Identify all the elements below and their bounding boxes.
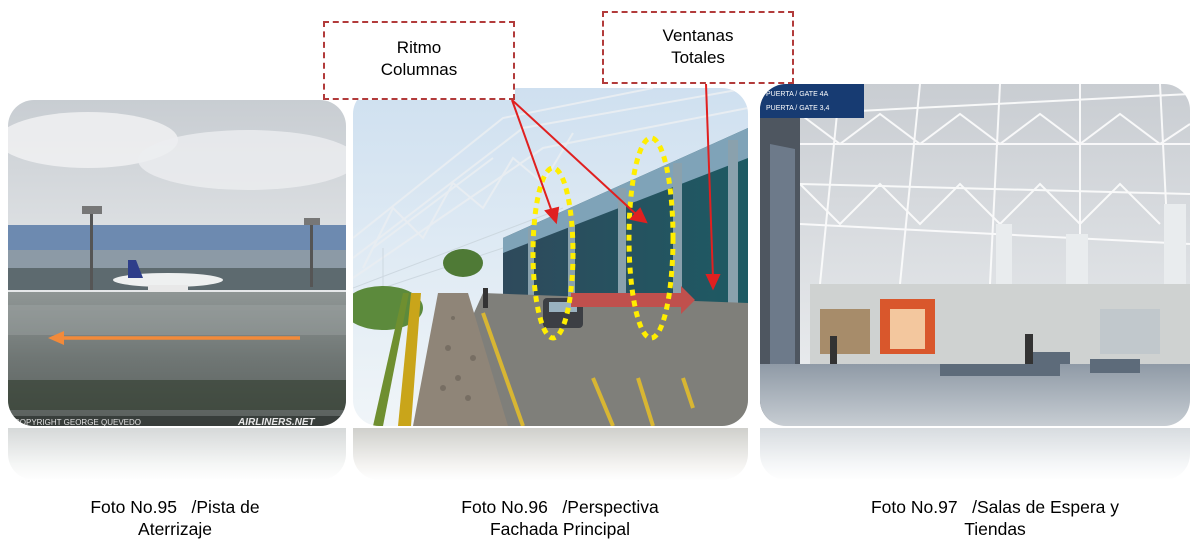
callout-total-windows-line-1: Ventanas — [662, 26, 734, 45]
caption-photo-97: Foto No.97 /Salas de Espera y Tiendas — [810, 496, 1180, 540]
caption-photo-97-line-1: Foto No.97 /Salas de Espera y — [870, 497, 1120, 517]
caption-photo-96: Foto No.96 /Perspectiva Fachada Principa… — [410, 496, 710, 540]
caption-photo-96-line-1: Foto No.96 /Perspectiva — [461, 497, 659, 517]
caption-photo-95-line-1: Foto No.95 /Pista de — [90, 497, 260, 517]
photo-watermark-right: AIRLINERS.NET — [237, 417, 316, 426]
facade-windows-arrow — [571, 286, 695, 314]
photo-watermark-left: COPYRIGHT GEORGE QUEVEDO — [14, 418, 141, 426]
caption-photo-96-line-2: Fachada Principal — [489, 519, 631, 539]
callout-column-rhythm-line-1: Ritmo — [396, 38, 442, 57]
photo-facade — [353, 88, 748, 426]
photo-runway: COPYRIGHT GEORGE QUEVEDO AIRLINERS.NET — [8, 100, 346, 426]
photo-interior-reflection — [760, 428, 1190, 480]
photo-interior: PUERTA / GATE 4A PUERTA / GATE 3,4 — [760, 84, 1190, 426]
gate-sign-line-2: PUERTA / GATE 3,4 — [766, 105, 830, 112]
callout-column-rhythm: Ritmo Columnas — [323, 21, 515, 100]
callout-total-windows-line-2: Totales — [671, 48, 725, 67]
photo-facade-reflection — [353, 428, 748, 480]
gate-sign-line-1: PUERTA / GATE 4A — [766, 91, 829, 98]
callout-column-rhythm-line-2: Columnas — [380, 60, 458, 79]
column-highlight-right — [626, 135, 676, 341]
column-highlight-left — [530, 165, 576, 341]
callout-total-windows: Ventanas Totales — [602, 11, 794, 84]
gate-sign: PUERTA / GATE 4A PUERTA / GATE 3,4 — [760, 84, 864, 118]
caption-photo-95-line-2: Aterrizaje — [138, 519, 212, 539]
caption-photo-97-line-2: Tiendas — [964, 519, 1026, 539]
caption-photo-95: Foto No.95 /Pista de Aterrizaje — [30, 496, 320, 540]
photo-runway-reflection — [8, 428, 346, 480]
runway-direction-arrow — [48, 331, 300, 345]
